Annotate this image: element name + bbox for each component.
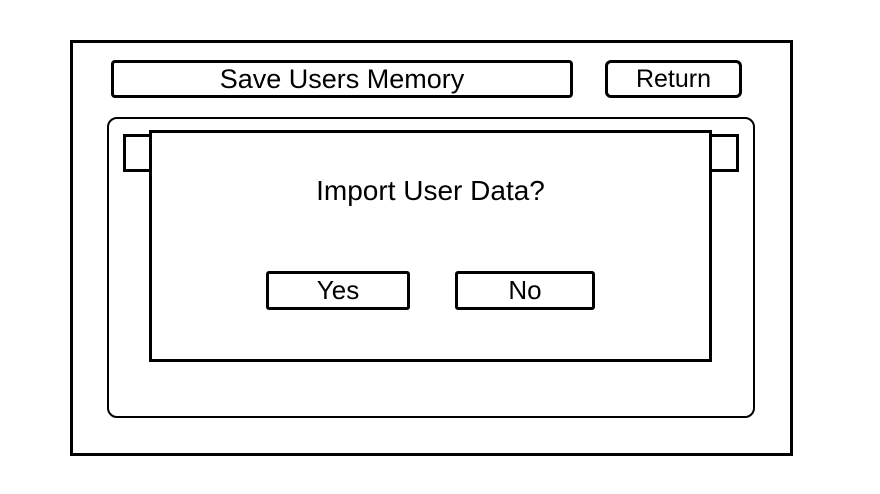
- import-user-data-dialog: Import User Data? Yes No: [149, 130, 712, 362]
- save-users-memory-window: Save Users Memory Return Import User Dat…: [70, 40, 793, 456]
- no-button[interactable]: No: [455, 271, 595, 310]
- page-title: Save Users Memory: [111, 60, 573, 98]
- yes-button[interactable]: Yes: [266, 271, 410, 310]
- page-title-label: Save Users Memory: [219, 63, 465, 94]
- dialog-question: Import User Data?: [316, 175, 545, 206]
- return-button[interactable]: Return: [605, 60, 742, 98]
